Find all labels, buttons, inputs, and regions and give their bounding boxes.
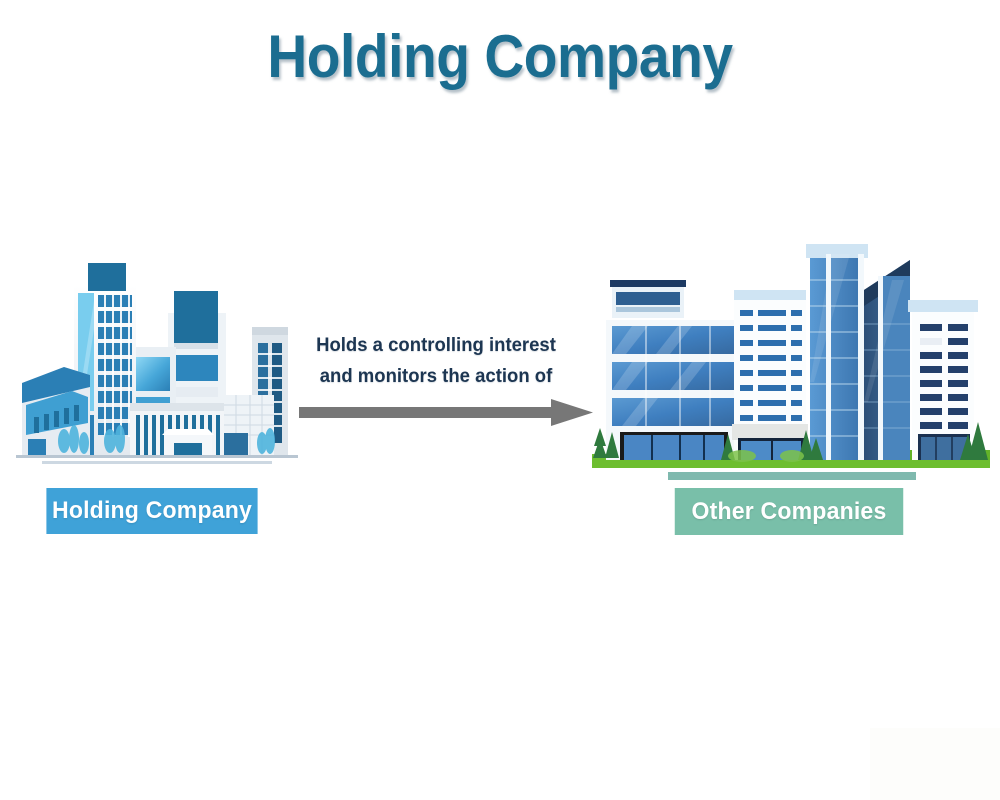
caption-line-1: Holds a controlling interest — [316, 334, 556, 356]
other-companies-illustration — [592, 232, 990, 484]
right-building-cluster-icon — [592, 244, 990, 480]
right-arrow-icon — [299, 398, 593, 428]
label-other-companies: Other Companies — [674, 488, 904, 535]
left-building-cluster-icon — [16, 263, 298, 464]
building-2 — [732, 290, 808, 460]
page-title: Holding Company — [267, 23, 733, 90]
relationship-caption: Holds a controlling interest and monitor… — [294, 330, 579, 392]
building-1 — [606, 280, 744, 460]
holding-company-illustration — [12, 255, 302, 485]
watermark-block — [870, 728, 1000, 800]
tree-cluster-icon — [58, 425, 275, 454]
building-3 — [806, 244, 868, 460]
building-5 — [908, 300, 978, 460]
building-4 — [864, 260, 910, 460]
label-holding-company: Holding Company — [46, 488, 258, 534]
caption-line-2: and monitors the action of — [319, 365, 553, 387]
